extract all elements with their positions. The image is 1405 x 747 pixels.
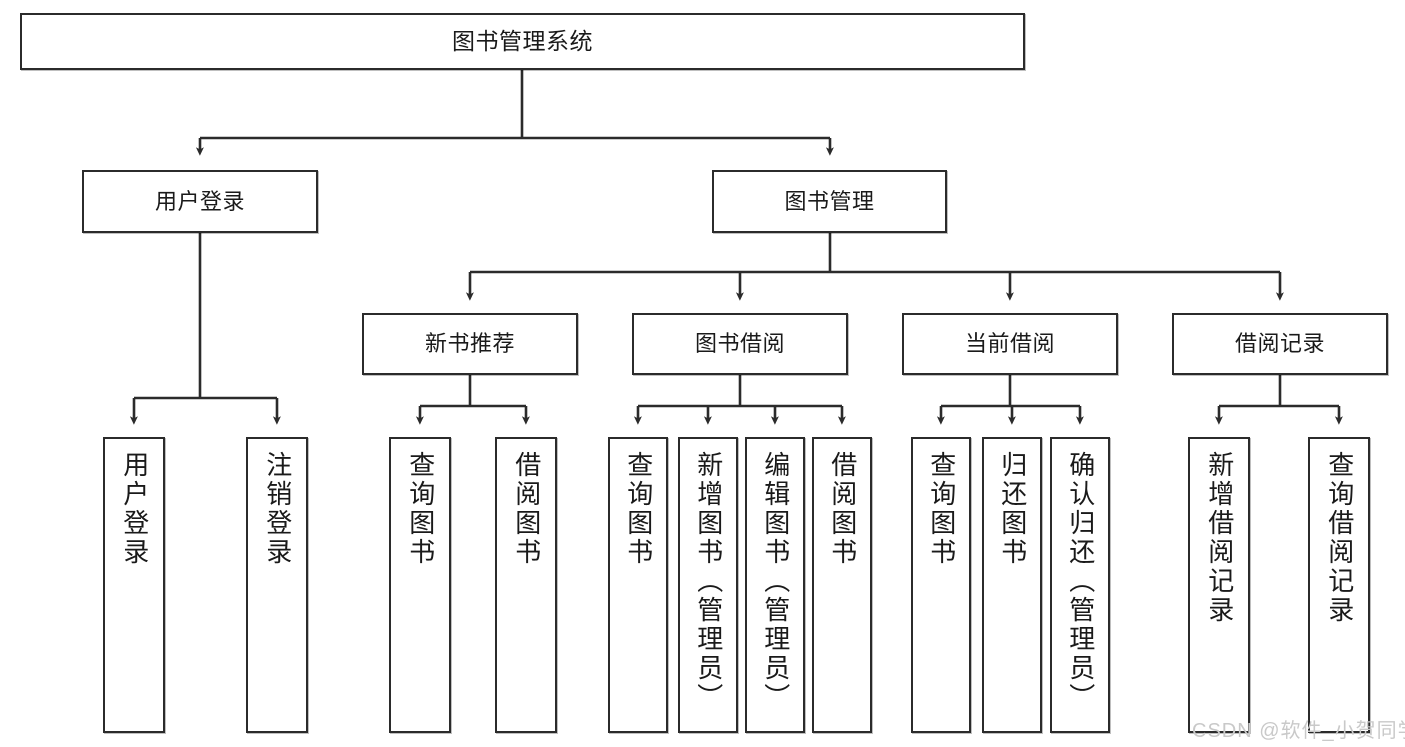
- node-leaf-query-book-3-label: 查询图书: [926, 451, 957, 567]
- node-current-borrow-label: 当前借阅: [964, 331, 1055, 357]
- node-leaf-logout-login[interactable]: 注销登录: [246, 437, 308, 733]
- node-leaf-query-book-3[interactable]: 查询图书: [911, 437, 971, 733]
- node-leaf-add-book-admin[interactable]: 新增图书（管理员）: [678, 437, 738, 733]
- node-new-book-recommend[interactable]: 新书推荐: [362, 313, 578, 375]
- node-book-borrow-label: 图书借阅: [694, 331, 785, 357]
- node-root[interactable]: 图书管理系统: [20, 13, 1025, 70]
- node-book-borrow[interactable]: 图书借阅: [632, 313, 848, 375]
- node-book-manage-label: 图书管理: [784, 188, 875, 214]
- node-leaf-user-login-label: 用户登录: [119, 451, 150, 567]
- node-leaf-query-book-2[interactable]: 查询图书: [608, 437, 668, 733]
- node-new-book-recommend-label: 新书推荐: [424, 331, 515, 357]
- node-user-login[interactable]: 用户登录: [82, 170, 318, 233]
- node-root-label: 图书管理系统: [452, 27, 593, 54]
- node-current-borrow[interactable]: 当前借阅: [902, 313, 1118, 375]
- node-borrow-record[interactable]: 借阅记录: [1172, 313, 1388, 375]
- node-leaf-add-borrow-record[interactable]: 新增借阅记录: [1188, 437, 1250, 733]
- node-leaf-return-book[interactable]: 归还图书: [982, 437, 1042, 733]
- node-leaf-query-book-1[interactable]: 查询图书: [389, 437, 451, 733]
- node-leaf-query-borrow-record-label: 查询借阅记录: [1324, 451, 1355, 625]
- node-leaf-edit-book-admin[interactable]: 编辑图书（管理员）: [745, 437, 805, 733]
- node-leaf-confirm-return-admin[interactable]: 确认归还（管理员）: [1050, 437, 1110, 733]
- node-leaf-borrow-book-2[interactable]: 借阅图书: [812, 437, 872, 733]
- node-user-login-label: 用户登录: [154, 188, 245, 214]
- node-leaf-logout-login-label: 注销登录: [262, 451, 293, 567]
- node-leaf-borrow-book-1[interactable]: 借阅图书: [495, 437, 557, 733]
- node-leaf-edit-book-admin-label: 编辑图书（管理员）: [760, 451, 791, 712]
- node-borrow-record-label: 借阅记录: [1234, 331, 1325, 357]
- csdn-watermark: CSDN @软件_小贺同学: [1192, 720, 1405, 742]
- node-leaf-query-borrow-record[interactable]: 查询借阅记录: [1308, 437, 1370, 733]
- node-book-manage[interactable]: 图书管理: [712, 170, 947, 233]
- node-leaf-add-book-admin-label: 新增图书（管理员）: [693, 451, 724, 712]
- node-leaf-confirm-return-admin-label: 确认归还（管理员）: [1065, 451, 1096, 712]
- node-leaf-borrow-book-1-label: 借阅图书: [511, 451, 542, 567]
- node-leaf-user-login[interactable]: 用户登录: [103, 437, 165, 733]
- node-leaf-query-book-1-label: 查询图书: [405, 451, 436, 567]
- node-leaf-borrow-book-2-label: 借阅图书: [827, 451, 858, 567]
- node-leaf-add-borrow-record-label: 新增借阅记录: [1204, 451, 1235, 625]
- node-leaf-query-book-2-label: 查询图书: [623, 451, 654, 567]
- node-leaf-return-book-label: 归还图书: [997, 451, 1028, 567]
